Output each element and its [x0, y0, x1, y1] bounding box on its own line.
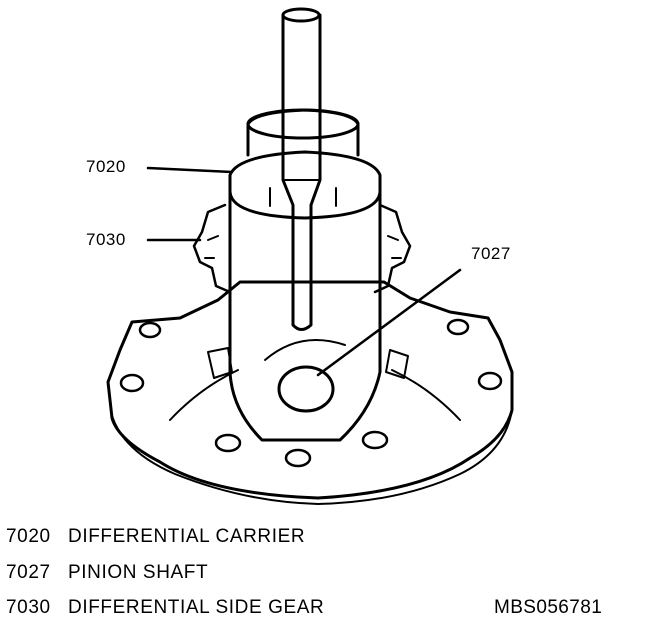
pinion-shaft-hole: [277, 365, 335, 413]
legend-number: 7027: [6, 562, 51, 583]
legend-row-7027: 7027 PINION SHAFT: [6, 562, 208, 584]
carrier-top-bore: [228, 108, 382, 207]
leader-line-7027: [316, 268, 462, 377]
pinion-shaft-punch: [281, 7, 322, 331]
leader-line-7020: [146, 166, 234, 174]
legend-label: DIFFERENTIAL SIDE GEAR: [68, 597, 325, 618]
differential-carrier-illustration: [106, 7, 514, 505]
leader-lines: [146, 166, 462, 377]
legend-number: 7030: [6, 597, 51, 618]
callout-7020: 7020: [86, 157, 126, 176]
legend-number: 7020: [6, 526, 51, 547]
carrier-body: [228, 190, 382, 442]
carrier-flange: [106, 280, 514, 505]
figure-id: MBS056781: [494, 597, 603, 618]
callout-7027: 7027: [471, 244, 511, 263]
flange-bolt-holes: [119, 318, 503, 468]
legend-row-7020: 7020 DIFFERENTIAL CARRIER: [6, 526, 305, 548]
side-gear: [192, 203, 412, 379]
legend-label: PINION SHAFT: [68, 562, 209, 583]
callout-7030: 7030: [86, 230, 126, 249]
legend-label: DIFFERENTIAL CARRIER: [68, 526, 306, 547]
legend-row-7030: 7030 DIFFERENTIAL SIDE GEAR: [6, 597, 324, 619]
